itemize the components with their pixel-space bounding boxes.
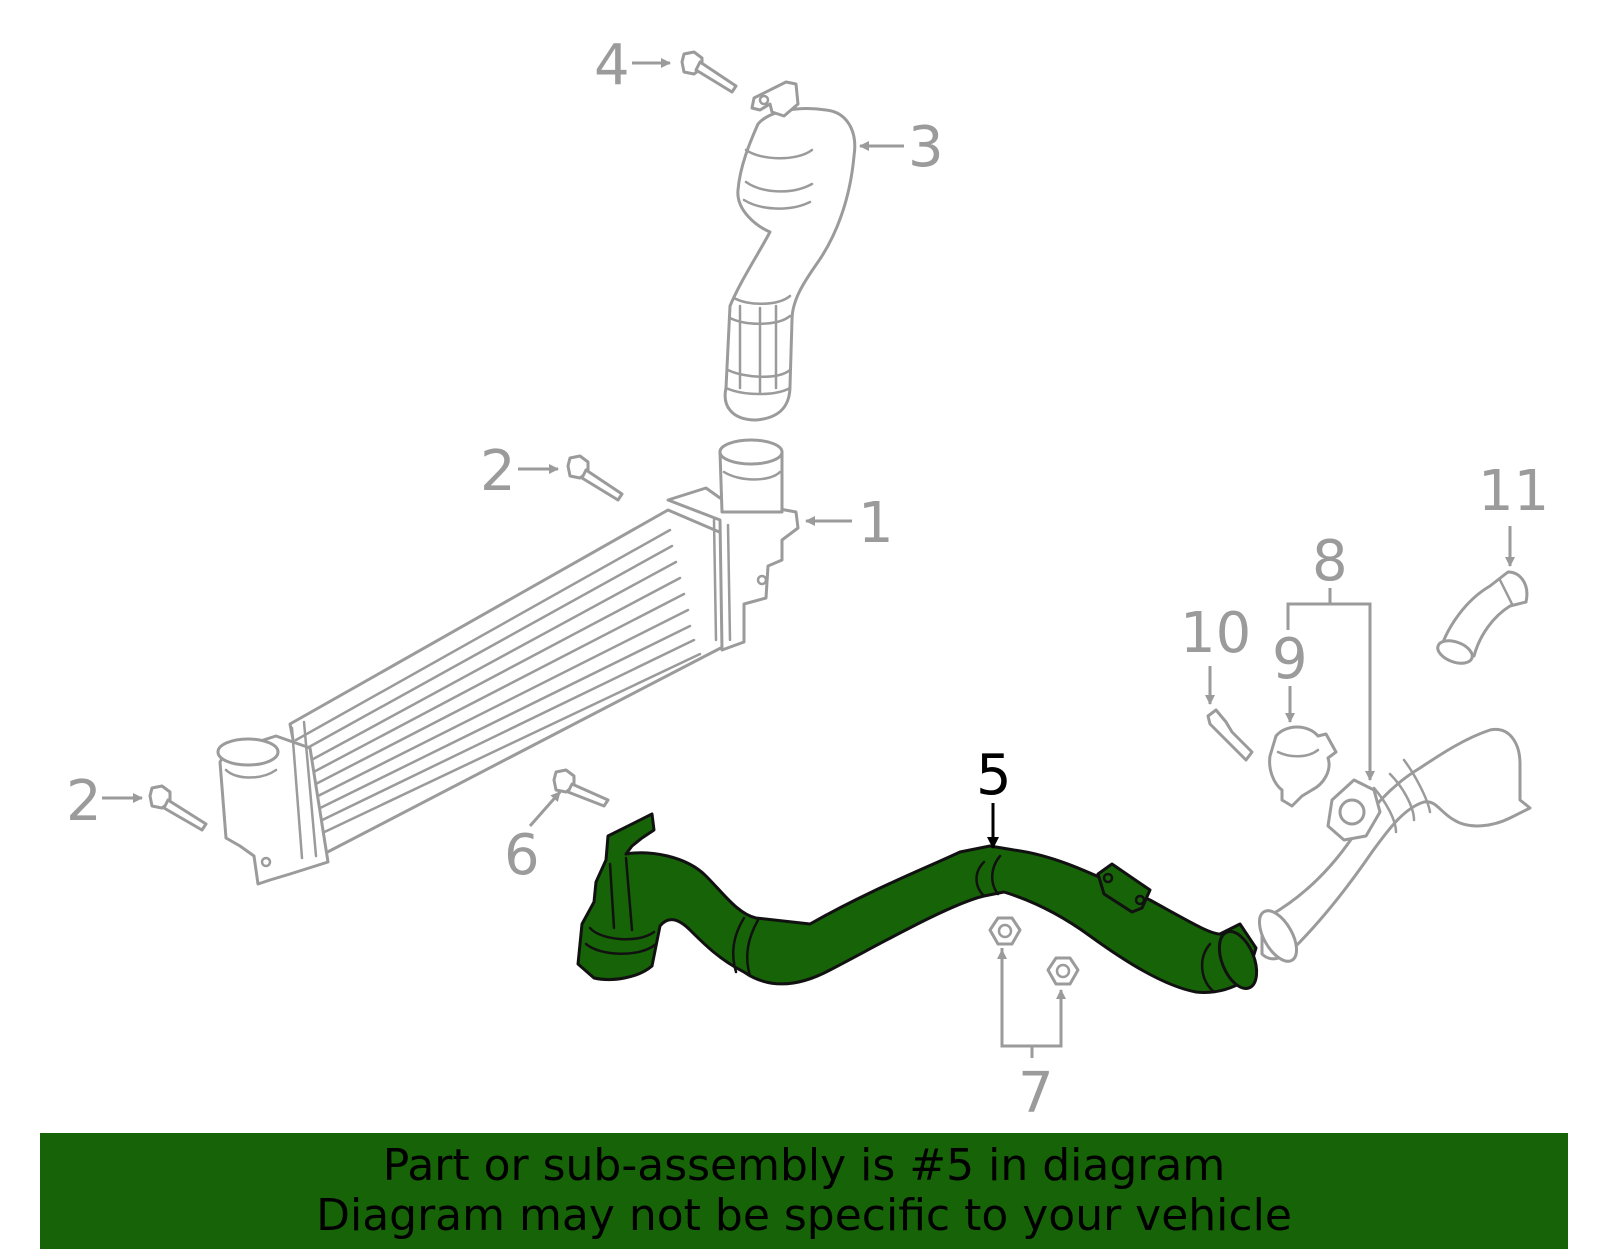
callout-5: 5	[976, 743, 1012, 808]
charge-air-hose-part-5	[576, 812, 1259, 994]
outlet-hose-part-8	[1257, 727, 1532, 963]
callout-2-upper: 2	[480, 439, 516, 504]
elbow-hose-part-11	[1436, 570, 1529, 665]
nut-part-7-right	[1046, 956, 1080, 986]
callout-10: 10	[1180, 601, 1251, 666]
callout-4: 4	[594, 33, 630, 98]
quick-connector-part-9	[1268, 725, 1338, 808]
bolt-part-2-lower	[148, 784, 208, 832]
callout-2-lower: 2	[66, 769, 102, 834]
nut-part-7-left	[988, 916, 1022, 946]
callout-6: 6	[504, 823, 540, 888]
upper-hose-part-3	[723, 80, 857, 422]
leader-lines	[102, 58, 1515, 1058]
banner-line-disclaimer: Diagram may not be specific to your vehi…	[316, 1190, 1292, 1241]
callout-labels: 4 3 2 1 2 6 5 7 8 9 10 11	[66, 33, 1549, 1126]
bolt-part-4	[680, 50, 738, 94]
sensor-part-10	[1206, 708, 1254, 762]
callout-9: 9	[1272, 627, 1308, 692]
intercooler-part-1	[216, 438, 800, 886]
callout-7: 7	[1018, 1061, 1054, 1126]
bolt-part-6	[552, 768, 610, 808]
callout-11: 11	[1478, 459, 1549, 524]
callout-1: 1	[858, 491, 894, 556]
callout-8: 8	[1312, 529, 1348, 594]
callout-3: 3	[908, 115, 944, 180]
banner-line-part-number: Part or sub-assembly is #5 in diagram	[382, 1140, 1226, 1191]
info-banner: Part or sub-assembly is #5 in diagram Di…	[40, 1133, 1568, 1249]
bolt-part-2-upper	[566, 454, 624, 502]
